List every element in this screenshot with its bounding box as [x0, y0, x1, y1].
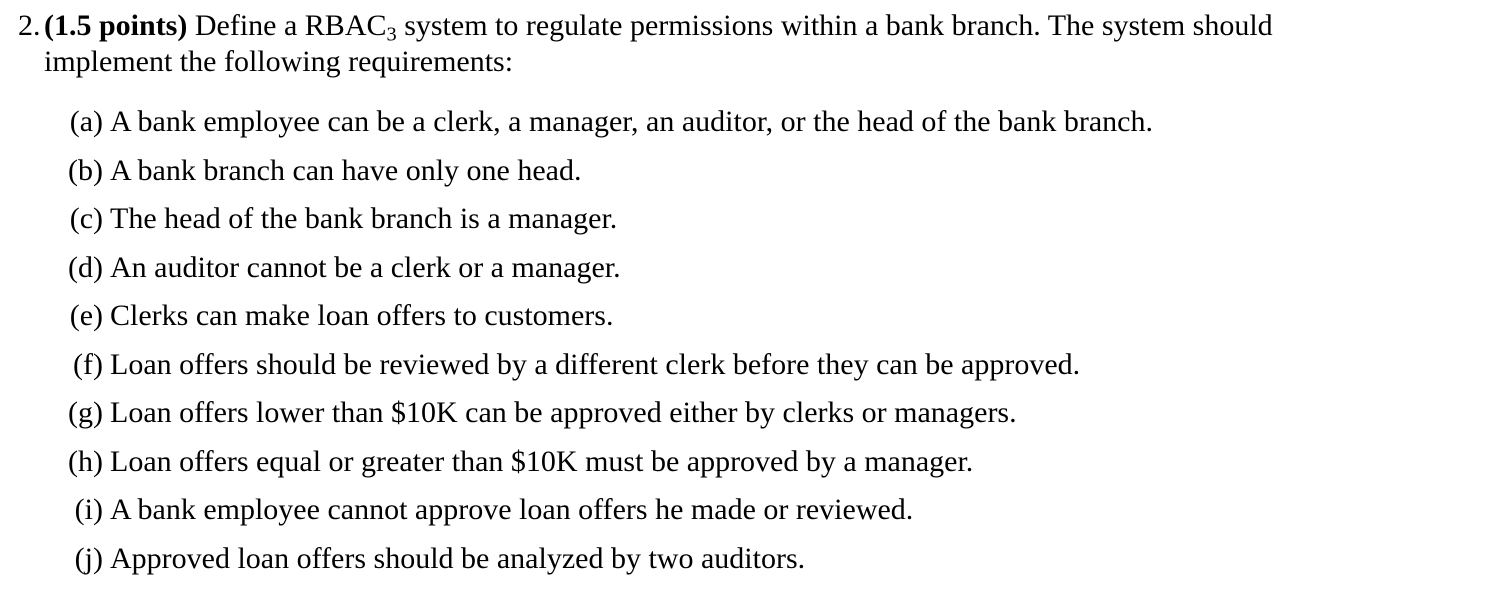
- requirement-text: A bank employee can be a clerk, a manage…: [110, 105, 1153, 138]
- requirement-item-f: (f) Loan offers should be reviewed by a …: [0, 347, 1508, 383]
- requirement-text: An auditor cannot be a clerk or a manage…: [110, 250, 621, 284]
- intro-text-after-subscript: system to regulate permissions within a …: [396, 9, 1273, 42]
- requirement-label: (e): [69, 299, 103, 332]
- requirement-label: (a): [69, 105, 103, 138]
- requirement-item-i: (i) A bank employee cannot approve loan …: [0, 492, 1508, 528]
- requirement-text: Loan offers should be reviewed by a diff…: [110, 347, 1081, 381]
- requirement-label: (i): [74, 493, 103, 526]
- requirement-item-d: (d) An auditor cannot be a clerk or a ma…: [0, 250, 1508, 286]
- requirement-item-j: (j) Approved loan offers should be analy…: [0, 541, 1508, 577]
- requirement-text: Loan offers lower than $10K can be appro…: [110, 396, 1017, 429]
- requirement-item-h: (h) Loan offers equal or greater than $1…: [0, 444, 1508, 480]
- requirement-item-g: (g) Loan offers lower than $10K can be a…: [0, 395, 1508, 431]
- requirement-text: Loan offers equal or greater than $10K m…: [110, 444, 974, 478]
- requirement-label: (b): [68, 153, 103, 187]
- requirement-item-b: (b) A bank branch can have only one head…: [0, 153, 1508, 189]
- intro-text-before-subscript: Define a RBAC: [194, 9, 387, 42]
- rbac-subscript: 3: [386, 23, 397, 46]
- points-label: (1.5 points): [44, 9, 188, 42]
- requirement-label: (c): [69, 202, 103, 235]
- question-intro-line-2: implement the following requirements:: [44, 45, 514, 78]
- question-intro: (1.5 points) Define a RBAC3 system to re…: [44, 0, 1468, 80]
- requirement-text: Approved loan offers should be analyzed …: [110, 541, 806, 575]
- question-number: 2.: [18, 9, 41, 42]
- requirement-label: (f): [73, 347, 103, 381]
- requirement-text: A bank employee cannot approve loan offe…: [110, 493, 914, 526]
- requirement-label: (g): [68, 396, 103, 429]
- requirement-label: (h): [68, 444, 103, 478]
- question-intro-line-1: (1.5 points) Define a RBAC3 system to re…: [44, 8, 1468, 46]
- requirement-text: The head of the bank branch is a manager…: [110, 202, 618, 235]
- requirement-text: A bank branch can have only one head.: [110, 153, 582, 187]
- requirement-text: Clerks can make loan offers to customers…: [110, 299, 614, 332]
- requirements-list: (a) A bank employee can be a clerk, a ma…: [0, 104, 1508, 577]
- requirement-label: (j): [74, 541, 103, 575]
- requirement-item-a: (a) A bank employee can be a clerk, a ma…: [0, 104, 1508, 140]
- requirement-label: (d): [68, 250, 103, 284]
- requirement-item-c: (c) The head of the bank branch is a man…: [0, 201, 1508, 237]
- requirement-item-e: (e) Clerks can make loan offers to custo…: [0, 298, 1508, 334]
